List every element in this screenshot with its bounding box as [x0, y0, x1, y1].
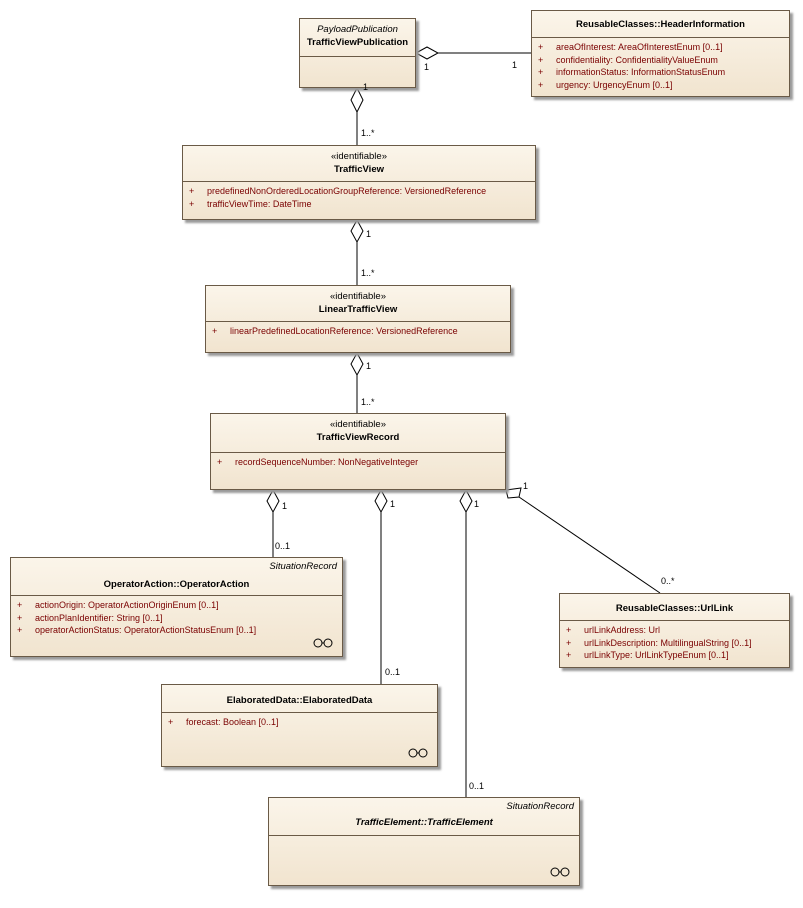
class-header: ReusableClasses::HeaderInformation	[532, 11, 789, 38]
class-name: TrafficView	[334, 164, 384, 175]
attribute-list: +urlLinkAddress: Url +urlLinkDescription…	[560, 621, 789, 662]
attribute-list: +recordSequenceNumber: NonNegativeIntege…	[211, 453, 505, 469]
multiplicity-label: 1	[366, 361, 372, 371]
class-operator-action[interactable]: SituationRecord OperatorAction::Operator…	[10, 557, 343, 657]
aggregation-diamond	[414, 46, 440, 60]
attribute: +confidentiality: ConfidentialityValueEn…	[538, 54, 718, 65]
class-header: SituationRecord OperatorAction::Operator…	[11, 558, 342, 596]
multiplicity-label: 1	[282, 501, 288, 511]
class-name: ReusableClasses::UrlLink	[615, 603, 734, 614]
aggregation-diamond	[505, 487, 522, 499]
attribute: +actionPlanIdentifier: String [0..1]	[17, 612, 163, 623]
class-header: «identifiable» TrafficViewRecord	[211, 414, 505, 453]
multiplicity-label: 0..1	[385, 667, 401, 677]
class-name: TrafficViewPublication	[306, 37, 409, 48]
multiplicity-label: 1..*	[361, 397, 375, 407]
class-linear-traffic-view[interactable]: «identifiable» LinearTrafficView +linear…	[205, 285, 511, 353]
aggregation-diamond	[350, 86, 364, 114]
multiplicity-label: 1..*	[361, 268, 375, 278]
attribute-list: +forecast: Boolean [0..1]	[162, 713, 437, 729]
aggregation-diamond	[350, 218, 364, 244]
stereotype-label: «identifiable»	[330, 419, 386, 430]
attribute: +trafficViewTime: DateTime	[189, 198, 312, 209]
attribute: +operatorActionStatus: OperatorActionSta…	[17, 625, 257, 635]
multiplicity-label: 1	[390, 499, 396, 509]
class-name: OperatorAction::OperatorAction	[103, 579, 250, 590]
stereotype-label: PayloadPublication	[317, 24, 398, 35]
attribute: +actionOrigin: OperatorActionOriginEnum …	[17, 600, 219, 610]
aggregation-diamond	[459, 488, 473, 514]
attribute: +recordSequenceNumber: NonNegativeIntege…	[217, 457, 419, 467]
class-name: ReusableClasses::HeaderInformation	[576, 19, 745, 30]
class-traffic-view-publication[interactable]: PayloadPublication TrafficViewPublicatio…	[299, 18, 416, 88]
attribute: +urgency: UrgencyEnum [0..1]	[538, 79, 673, 90]
multiplicity-label: 0..1	[469, 781, 485, 791]
attribute: +linearPredefinedLocationReference: Vers…	[212, 326, 458, 336]
link-icon	[550, 867, 570, 877]
class-header: SituationRecord TrafficElement::TrafficE…	[269, 798, 579, 836]
class-header: ElaboratedData::ElaboratedData	[162, 685, 437, 713]
multiplicity-label: 1	[366, 229, 372, 239]
multiplicity-label: 1	[523, 481, 529, 491]
attribute: +informationStatus: InformationStatusEnu…	[538, 67, 726, 77]
class-traffic-element[interactable]: SituationRecord TrafficElement::TrafficE…	[268, 797, 580, 886]
multiplicity-label: 1	[363, 82, 369, 92]
attribute-list: +areaOfInterest: AreaOfInterestEnum [0..…	[532, 38, 789, 91]
association-line	[518, 496, 661, 594]
attribute: +urlLinkAddress: Url	[566, 625, 661, 635]
class-name: LinearTrafficView	[318, 304, 398, 315]
link-icon	[408, 748, 428, 758]
attribute-list: +actionOrigin: OperatorActionOriginEnum …	[11, 596, 342, 637]
multiplicity-label: 1	[474, 499, 480, 509]
attribute-list: +linearPredefinedLocationReference: Vers…	[206, 322, 510, 338]
aggregation-diamond	[374, 488, 388, 514]
stereotype-label: SituationRecord	[269, 561, 337, 572]
aggregation-diamond	[350, 351, 364, 377]
class-name: ElaboratedData::ElaboratedData	[226, 695, 373, 706]
class-header: «identifiable» TrafficView	[183, 146, 535, 182]
class-name: TrafficViewRecord	[316, 432, 400, 443]
class-header: ReusableClasses::UrlLink	[560, 594, 789, 621]
class-name: TrafficElement::TrafficElement	[355, 817, 493, 828]
class-header-information[interactable]: ReusableClasses::HeaderInformation +area…	[531, 10, 790, 97]
stereotype-label: SituationRecord	[506, 801, 574, 812]
class-elaborated-data[interactable]: ElaboratedData::ElaboratedData +forecast…	[161, 684, 438, 767]
stereotype-label: «identifiable»	[331, 151, 387, 162]
attribute-list: +predefinedNonOrderedLocationGroupRefere…	[183, 182, 535, 210]
multiplicity-label: 0..*	[661, 576, 675, 586]
multiplicity-label: 1..*	[361, 128, 375, 138]
attribute: +urlLinkDescription: MultilingualString …	[566, 637, 752, 648]
link-icon	[313, 638, 333, 648]
attribute: +urlLinkType: UrlLinkTypeEnum [0..1]	[566, 650, 729, 660]
attribute: +areaOfInterest: AreaOfInterestEnum [0..…	[538, 42, 723, 52]
multiplicity-label: 0..1	[275, 541, 291, 551]
stereotype-label: «identifiable»	[330, 291, 386, 302]
attribute: +forecast: Boolean [0..1]	[168, 717, 279, 727]
multiplicity-label: 1	[424, 62, 430, 72]
aggregation-diamond	[266, 488, 280, 514]
class-url-link[interactable]: ReusableClasses::UrlLink +urlLinkAddress…	[559, 593, 790, 668]
class-traffic-view[interactable]: «identifiable» TrafficView +predefinedNo…	[182, 145, 536, 220]
attribute: +predefinedNonOrderedLocationGroupRefere…	[189, 186, 487, 196]
multiplicity-label: 1	[512, 60, 518, 70]
class-header: «identifiable» LinearTrafficView	[206, 286, 510, 322]
class-traffic-view-record[interactable]: «identifiable» TrafficViewRecord +record…	[210, 413, 506, 490]
class-header: PayloadPublication TrafficViewPublicatio…	[300, 19, 415, 57]
